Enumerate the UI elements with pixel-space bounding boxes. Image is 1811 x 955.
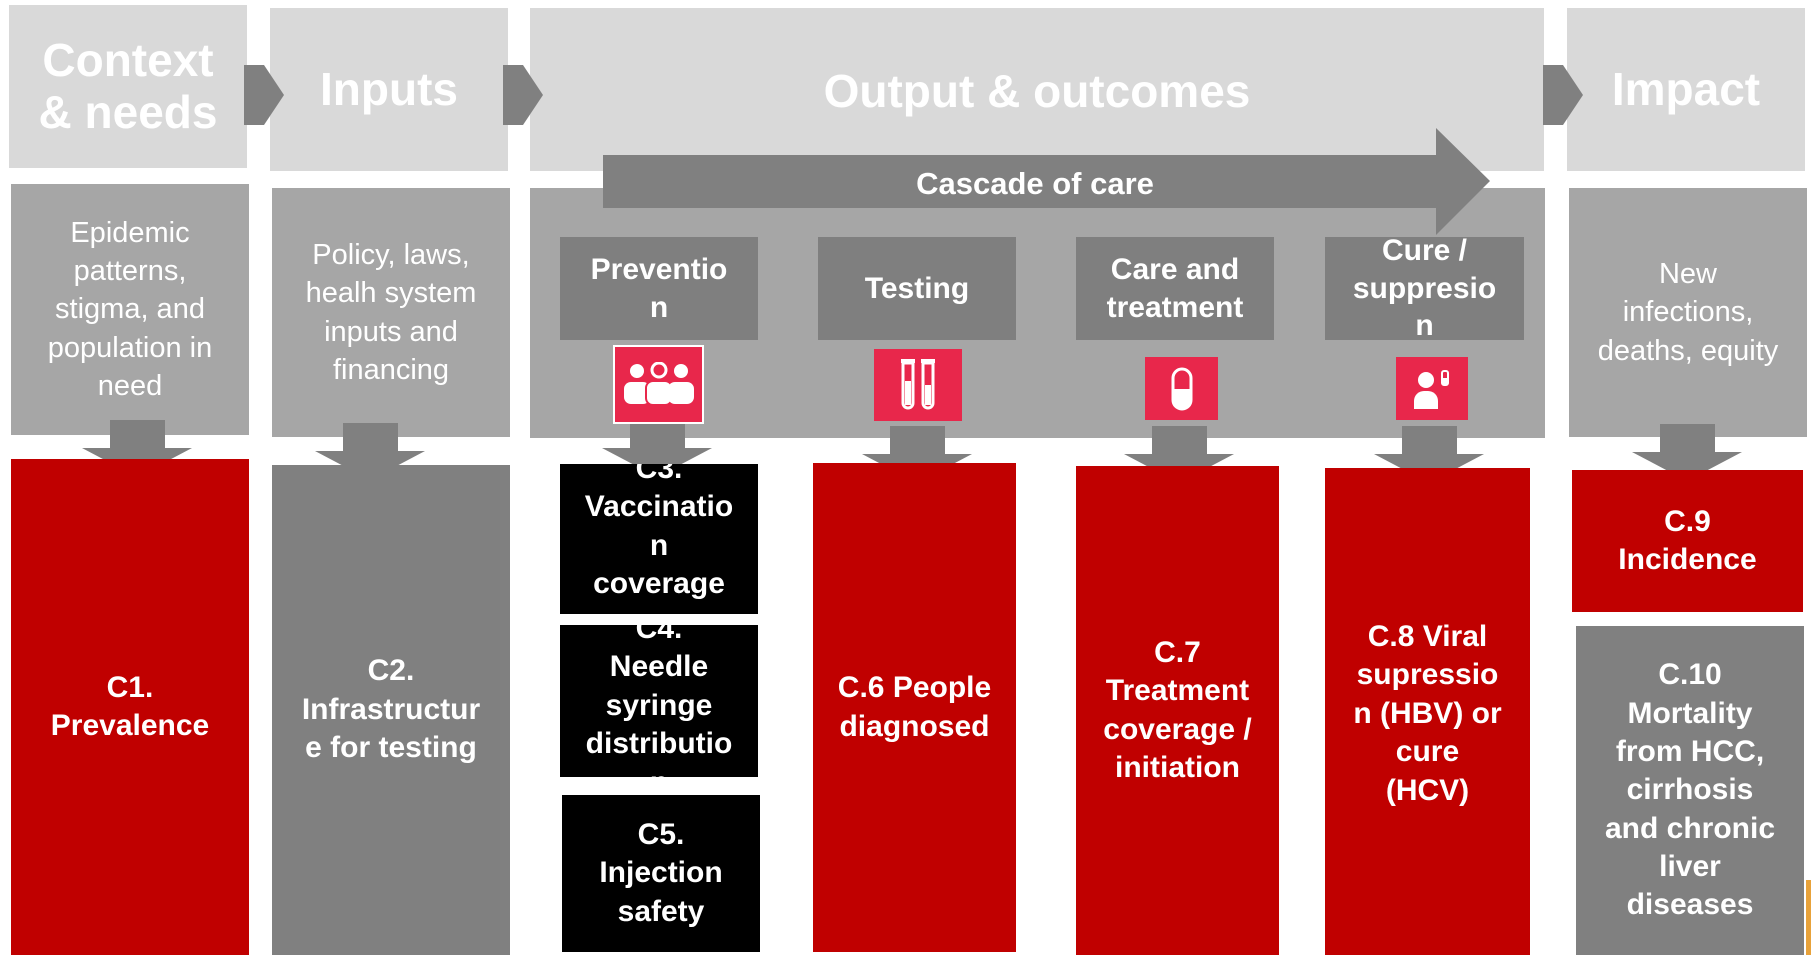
down-arrow-icon	[1632, 424, 1742, 481]
cascade-arrow	[603, 128, 1490, 235]
chevron-arrow-icon	[244, 65, 284, 125]
header-outputs-label: Output & outcomes	[823, 65, 1251, 117]
cure-icon-tile	[1396, 357, 1468, 420]
description-context-text: Epidemic patterns, stigma, and populatio…	[47, 216, 213, 402]
indicator-c1-prevalence: C1. Prevalence	[11, 459, 249, 955]
person-with-vial-icon	[1414, 369, 1449, 409]
header-impact-label: Impact	[1611, 62, 1761, 115]
header-inputs: Inputs	[270, 8, 508, 171]
indicator-c2-infrastructure: C2. Infrastructur e for testing	[272, 465, 510, 955]
header-impact: Impact	[1567, 8, 1805, 171]
indicator-c7-label: C.7 Treatment coverage / initiation	[1103, 635, 1252, 784]
indicator-c6-people-diagnosed: C.6 People diagnosed	[813, 463, 1016, 952]
down-arrow-icon	[862, 426, 972, 483]
prevention-icon-tile	[613, 345, 704, 424]
indicator-c8-label: C.8 Viral supressio n (HBV) or cure (HCV…	[1353, 620, 1502, 807]
indicator-c4-label: C4. Needle syringe distributio n	[585, 625, 733, 777]
stage-testing: Testing	[818, 237, 1016, 340]
description-context: Epidemic patterns, stigma, and populatio…	[11, 184, 249, 435]
description-impact: New infections, deaths, equity	[1569, 188, 1807, 437]
header-context-label: Context & needs	[38, 33, 218, 138]
indicator-c3-vaccination: C3. Vaccinatio n coverage	[560, 464, 758, 614]
indicator-c5-injection-safety: C5. Injection safety	[562, 795, 760, 952]
description-inputs-text: Policy, laws, healh system inputs and fi…	[305, 238, 477, 386]
capsule-icon	[1171, 367, 1192, 410]
test-tubes-icon	[901, 359, 935, 410]
stage-prevention: Preventio n	[560, 237, 758, 340]
stage-testing-label: Testing	[864, 271, 970, 305]
stage-cure-label: Cure / suppresio n	[1352, 237, 1497, 340]
down-arrow-icon	[602, 420, 712, 477]
care-icon-tile	[1145, 357, 1218, 420]
testing-icon-tile	[874, 349, 962, 421]
down-arrow-icon	[315, 423, 425, 480]
header-context: Context & needs	[9, 5, 247, 168]
header-inputs-label: Inputs	[320, 62, 458, 115]
people-group-icon	[623, 361, 694, 406]
down-arrow-icon	[1124, 426, 1234, 483]
indicator-c7-treatment: C.7 Treatment coverage / initiation	[1076, 466, 1279, 955]
stage-prevention-label: Preventio n	[590, 253, 728, 324]
indicator-c9-incidence: C.9 Incidence	[1572, 470, 1803, 612]
down-arrow-icon	[82, 420, 192, 477]
chevron-arrow-icon	[503, 65, 543, 125]
stage-care: Care and treatment	[1076, 237, 1274, 340]
indicator-c3-label: C3. Vaccinatio n coverage	[584, 464, 734, 601]
indicator-c5-label: C5. Injection safety	[599, 817, 723, 928]
stage-care-label: Care and treatment	[1106, 253, 1244, 324]
indicator-c1-label: C1. Prevalence	[50, 670, 210, 742]
indicator-c9-label: C.9 Incidence	[1618, 504, 1757, 576]
indicator-c4-needle-syringe: C4. Needle syringe distributio n	[560, 625, 758, 777]
indicator-c2-label: C2. Infrastructur e for testing	[301, 654, 481, 765]
cascade-label: Cascade of care	[916, 166, 1154, 201]
down-arrow-icon	[1374, 426, 1484, 483]
header-outputs: Output & outcomes	[530, 8, 1544, 171]
description-inputs: Policy, laws, healh system inputs and fi…	[272, 188, 510, 437]
indicator-c10-mortality: C.10 Mortality from HCC, cirrhosis and c…	[1576, 626, 1804, 955]
edge-accent	[1806, 880, 1811, 955]
indicator-c6-label: C.6 People diagnosed	[837, 671, 992, 743]
stage-cure: Cure / suppresio n	[1325, 237, 1524, 340]
indicator-c10-label: C.10 Mortality from HCC, cirrhosis and c…	[1604, 658, 1776, 922]
chevron-arrow-icon	[1543, 65, 1583, 125]
indicator-c8-viral-suppression: C.8 Viral supressio n (HBV) or cure (HCV…	[1325, 468, 1530, 955]
description-impact-text: New infections, deaths, equity	[1597, 258, 1779, 367]
